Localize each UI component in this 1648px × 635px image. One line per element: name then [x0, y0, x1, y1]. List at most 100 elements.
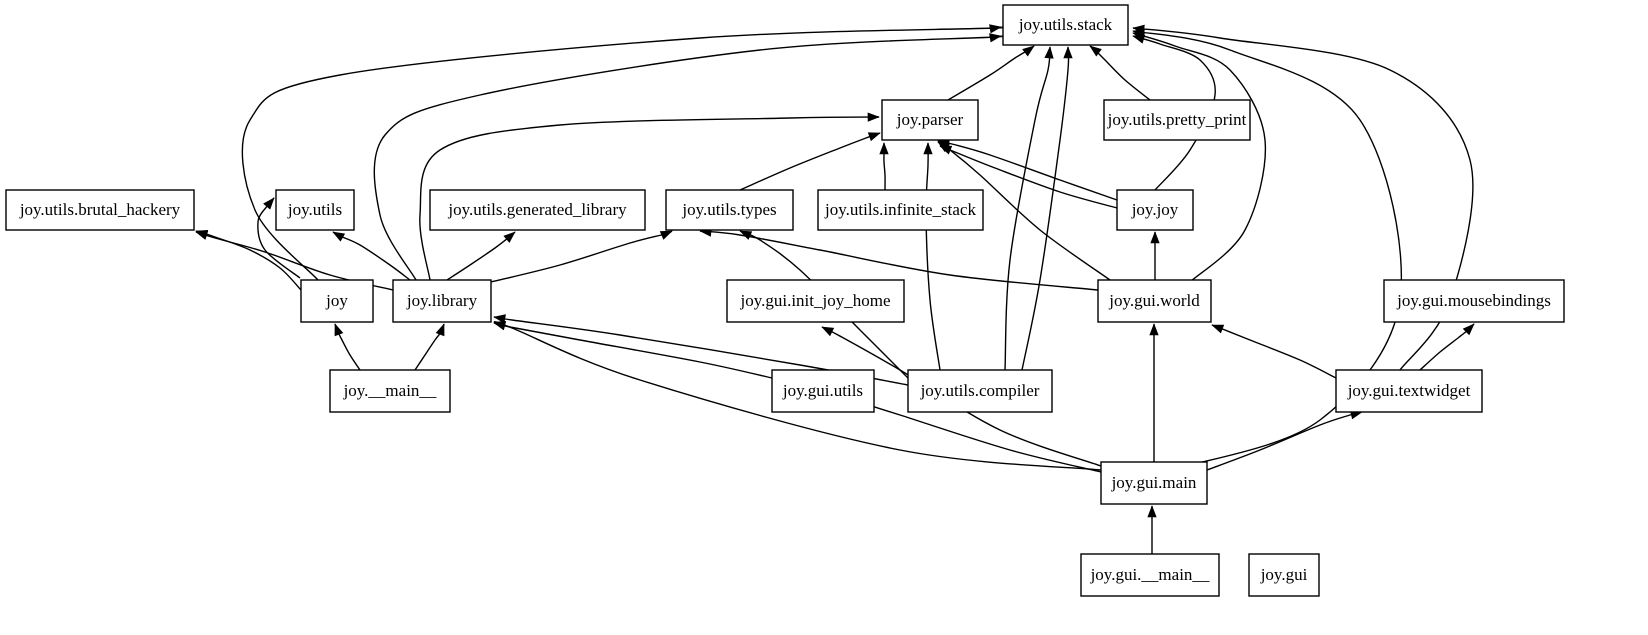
- node-label: joy.utils.infinite_stack: [824, 200, 976, 219]
- node-box[interactable]: [1100, 461, 1208, 505]
- node-box[interactable]: [665, 189, 794, 231]
- node-label: joy.joy: [1131, 200, 1179, 219]
- graph-node[interactable]: joy.utils.stack: [1002, 4, 1129, 46]
- edge-arrowhead: [503, 231, 516, 243]
- graph-node[interactable]: joy.utils.pretty_print: [1103, 99, 1251, 141]
- edge-arrowhead: [1132, 28, 1145, 38]
- node-box[interactable]: [726, 279, 905, 323]
- node-box[interactable]: [329, 369, 451, 413]
- node-label: joy.utils.compiler: [920, 381, 1040, 400]
- edge-arrowhead: [867, 112, 880, 122]
- edge-arrowhead: [1063, 46, 1073, 59]
- node-box[interactable]: [771, 369, 875, 413]
- graph-node[interactable]: joy.gui.mousebindings: [1383, 279, 1565, 323]
- dependency-edge: [493, 322, 773, 379]
- dependency-edge: [1132, 32, 1267, 283]
- node-label: joy.gui: [1260, 565, 1308, 584]
- edge-arrowhead: [821, 326, 835, 337]
- node-label: joy.utils.generated_library: [447, 200, 627, 219]
- dependency-edge: [195, 230, 302, 291]
- dependency-edge: [739, 230, 909, 379]
- dependency-edge: [490, 230, 673, 283]
- edge-arrowhead: [1089, 45, 1102, 57]
- node-label: joy.utils.stack: [1018, 15, 1113, 34]
- node-box[interactable]: [907, 369, 1053, 413]
- node-box[interactable]: [300, 279, 374, 323]
- graph-node[interactable]: joy.gui.world: [1097, 279, 1212, 323]
- graph-node[interactable]: joy.gui.textwidget: [1335, 369, 1483, 413]
- edge-arrowhead: [989, 24, 1002, 34]
- nodes-layer: joy.utils.stack joy.parser joy.utils.prett…: [5, 4, 1565, 597]
- dependency-edge: [1021, 46, 1070, 371]
- graph-node[interactable]: joy.__main__: [329, 369, 451, 413]
- node-box[interactable]: [5, 189, 195, 231]
- node-box[interactable]: [1335, 369, 1483, 413]
- edge-arrowhead: [493, 321, 507, 330]
- node-box[interactable]: [1103, 99, 1251, 141]
- edge-arrowhead: [923, 142, 933, 155]
- node-box[interactable]: [392, 279, 492, 323]
- edge-arrowhead: [1211, 324, 1225, 334]
- node-box[interactable]: [1116, 189, 1194, 231]
- dependency-edge: [446, 231, 516, 281]
- node-box[interactable]: [1080, 553, 1220, 597]
- edge-arrowhead: [1044, 46, 1054, 59]
- edge-arrowhead: [1147, 505, 1157, 518]
- edge-arrowhead: [659, 230, 673, 240]
- node-box[interactable]: [1097, 279, 1212, 323]
- dependency-edge: [1206, 411, 1363, 471]
- graph-node[interactable]: joy.utils.infinite_stack: [817, 189, 984, 231]
- graph-node[interactable]: joy.gui.utils: [771, 369, 875, 413]
- dependency-edge: [419, 116, 880, 281]
- node-box[interactable]: [817, 189, 984, 231]
- graph-node[interactable]: joy.utils.compiler: [907, 369, 1053, 413]
- graph-node[interactable]: joy.joy: [1116, 189, 1194, 231]
- node-box[interactable]: [429, 189, 646, 231]
- graph-node[interactable]: joy.parser: [881, 99, 979, 141]
- edge-arrowhead: [263, 197, 275, 210]
- graph-node[interactable]: joy.gui.main: [1100, 461, 1208, 505]
- node-label: joy.utils.brutal_hackery: [19, 200, 181, 219]
- node-label: joy.utils.types: [681, 200, 776, 219]
- dependency-edge: [241, 26, 1020, 281]
- dependency-edge: [493, 321, 1102, 471]
- node-label: joy.utils.pretty_print: [1107, 110, 1247, 129]
- node-box[interactable]: [1002, 4, 1129, 46]
- edge-arrowhead: [867, 132, 881, 142]
- node-box[interactable]: [1383, 279, 1565, 323]
- edge-arrowhead: [989, 33, 1002, 43]
- graph-node[interactable]: joy: [300, 279, 374, 323]
- node-label: joy.gui.utils: [782, 381, 863, 400]
- dependency-edge: [1089, 45, 1151, 101]
- node-label: joy.library: [406, 291, 478, 310]
- node-box[interactable]: [275, 189, 355, 231]
- graph-node[interactable]: joy.library: [392, 279, 492, 323]
- graph-node[interactable]: joy.utils.brutal_hackery: [5, 189, 195, 231]
- edge-arrowhead: [435, 323, 445, 337]
- dependency-edge: [332, 231, 411, 281]
- node-label: joy: [325, 291, 348, 310]
- edge-arrowhead: [739, 230, 753, 240]
- graph-node[interactable]: joy.gui.__main__: [1080, 553, 1220, 597]
- node-label: joy.parser: [896, 110, 964, 129]
- edge-arrowhead: [1462, 323, 1475, 336]
- graph-node[interactable]: joy.gui: [1248, 553, 1320, 597]
- edge-arrowhead: [332, 231, 346, 242]
- node-label: joy.gui.__main__: [1090, 565, 1210, 584]
- edge-arrowhead: [195, 230, 209, 240]
- edge-arrowhead: [1022, 45, 1035, 57]
- dependency-edge: [1004, 46, 1051, 371]
- node-box[interactable]: [1248, 553, 1320, 597]
- graph-node[interactable]: joy.gui.init_joy_home: [726, 279, 905, 323]
- graph-node[interactable]: joy.utils.types: [665, 189, 794, 231]
- node-label: joy.gui.textwidget: [1347, 381, 1471, 400]
- node-box[interactable]: [881, 99, 979, 141]
- dependency-edge: [699, 230, 1099, 291]
- graph-node[interactable]: joy.utils.generated_library: [429, 189, 646, 231]
- edge-arrowhead: [334, 323, 344, 337]
- edge-arrowhead: [879, 142, 889, 155]
- graph-node[interactable]: joy.utils: [275, 189, 355, 231]
- dependency-edge: [925, 142, 941, 371]
- edge-arrowhead: [1149, 323, 1159, 336]
